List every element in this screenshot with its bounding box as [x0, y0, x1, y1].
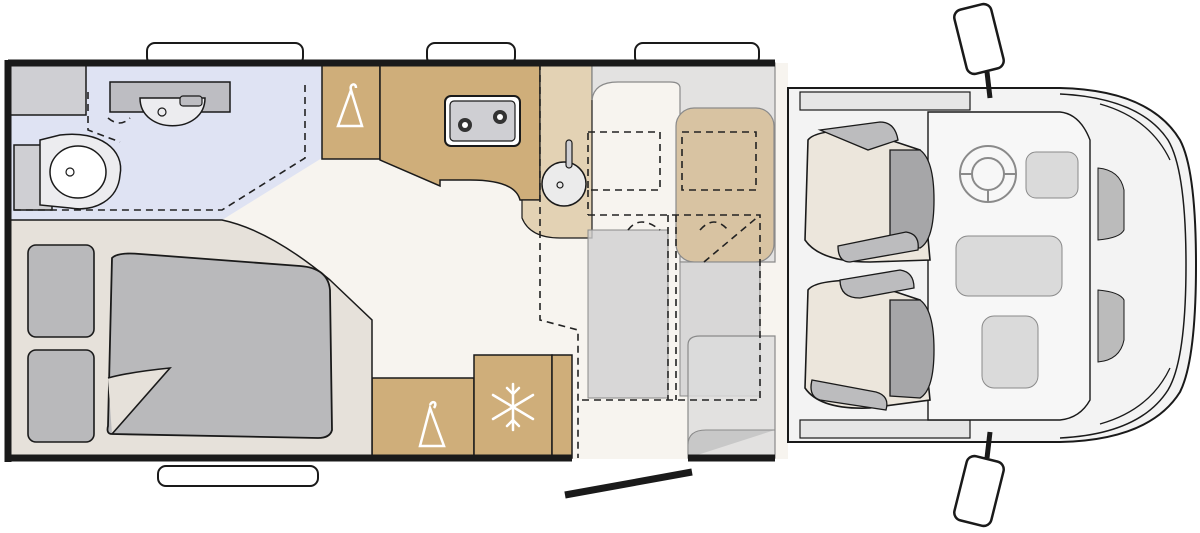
cab-seat-driver: [804, 121, 935, 263]
shower-block: [7, 62, 87, 116]
cabinet-slim: [551, 354, 573, 459]
pillow-right: [27, 349, 95, 443]
dinette: [587, 62, 776, 459]
steering-wheel-icon: [959, 145, 1017, 203]
mirror-bottom: [953, 431, 1005, 528]
mirror-top: [953, 2, 1005, 99]
wardrobe-hanger-icon-2: [418, 400, 446, 448]
mattress: [106, 252, 333, 439]
cab: [787, 2, 1198, 528]
wardrobe-top: [321, 62, 381, 160]
hob-icon: [444, 95, 521, 147]
toilet-icon: [39, 133, 122, 210]
sink-icon: [109, 81, 231, 127]
bathroom-door-swing: [8, 85, 306, 211]
bench-seat-bottom: [687, 335, 776, 459]
window-bottom-left: [157, 465, 319, 487]
kitchen-sink-icon: [541, 139, 587, 207]
seat-cushion-left: [587, 229, 669, 399]
wardrobe-bottom: [371, 377, 475, 459]
fridge-snowflake-icon: [491, 382, 535, 432]
body-outline: [4, 59, 775, 462]
pillow-left: [27, 244, 95, 338]
wardrobe-hanger-icon: [336, 83, 364, 128]
duvet-fold: [107, 367, 172, 435]
dashed-conversion-lines: [539, 63, 761, 458]
bench-step: [687, 429, 775, 458]
cab-seat-passenger: [804, 269, 935, 411]
door-icon: [564, 468, 693, 499]
